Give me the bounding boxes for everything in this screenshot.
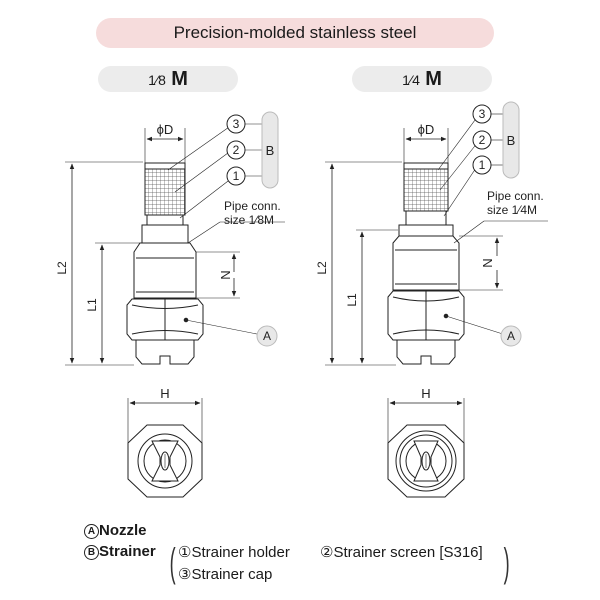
callout-3-text-right: 3	[479, 107, 486, 121]
dim-l1-right: L1	[345, 293, 359, 307]
legend-item-2: ②Strainer screen [S316]	[320, 544, 483, 561]
legend-item-1: ①Strainer holder	[178, 544, 290, 561]
legend-b-mark: B	[84, 545, 99, 560]
size-fraction-left: 1⁄8	[148, 72, 166, 88]
callout-a-text-left: A	[263, 329, 271, 343]
callout-2-text-left: 2	[233, 143, 240, 157]
size-label-right: 1⁄4 M	[352, 66, 492, 92]
size-fraction-right: 1⁄4	[402, 72, 420, 88]
group-b-bracket-right	[502, 101, 520, 179]
dim-h-right: H	[421, 386, 430, 401]
legend-item-3: ③Strainer cap	[178, 566, 273, 583]
strainer-holder-right	[405, 210, 447, 226]
legend-open-paren: (	[169, 541, 176, 585]
size-unit-right: M	[425, 68, 442, 90]
dim-n-left: N	[218, 270, 233, 279]
legend-a-mark: A	[84, 524, 99, 539]
strainer-holder-left	[146, 214, 184, 226]
group-b-text-left: B	[266, 143, 275, 158]
strainer-cap-left	[144, 162, 186, 170]
callout-1-text-right: 1	[479, 158, 486, 172]
nozzle-tip-right	[396, 339, 456, 365]
dim-n-right: N	[480, 258, 495, 267]
nozzle-right	[325, 101, 548, 498]
page-title: Precision-molded stainless steel	[173, 23, 417, 42]
size-unit-left: M	[171, 68, 188, 90]
pipe-conn-label-left: Pipe conn.	[224, 199, 281, 213]
callout-a-text-right: A	[507, 329, 515, 343]
group-b-bracket-left	[261, 111, 279, 189]
legend-strainer-label: Strainer	[99, 543, 156, 560]
legend-close-paren: )	[503, 541, 510, 585]
group-b-text-right: B	[507, 133, 516, 148]
callout-a-right	[500, 325, 522, 347]
callout-a-left	[256, 325, 278, 347]
dim-l1-left: L1	[85, 298, 99, 312]
title-banner: Precision-molded stainless steel	[96, 18, 494, 48]
size-label-left: 1⁄8 M	[98, 66, 238, 92]
strainer-screen-right	[403, 162, 449, 212]
pipe-conn-label-right: Pipe conn.	[487, 189, 544, 203]
nozzle-neck-right	[398, 224, 454, 237]
dim-l2-right: L2	[315, 261, 329, 275]
pipe-size-label-left: size 1⁄8M	[224, 213, 274, 227]
legend-nozzle-label: Nozzle	[99, 522, 147, 539]
callout-1-text-left: 1	[233, 169, 240, 183]
nozzle-thread-right	[392, 235, 460, 291]
dim-l2-left: L2	[55, 261, 69, 275]
phi-d-label-left: ϕD	[157, 122, 174, 137]
nozzle-neck-left	[141, 224, 189, 244]
dim-h-left: H	[160, 386, 169, 401]
pipe-size-label-right: size 1⁄4M	[487, 203, 537, 217]
callout-2-text-right: 2	[479, 133, 486, 147]
callout-3-text-left: 3	[233, 117, 240, 131]
strainer-cap-right	[403, 162, 449, 170]
nozzle-left	[65, 111, 285, 498]
nozzle-thread-left	[133, 242, 197, 299]
phi-d-label-right: ϕD	[418, 122, 435, 137]
nozzle-tip-left	[135, 339, 195, 365]
